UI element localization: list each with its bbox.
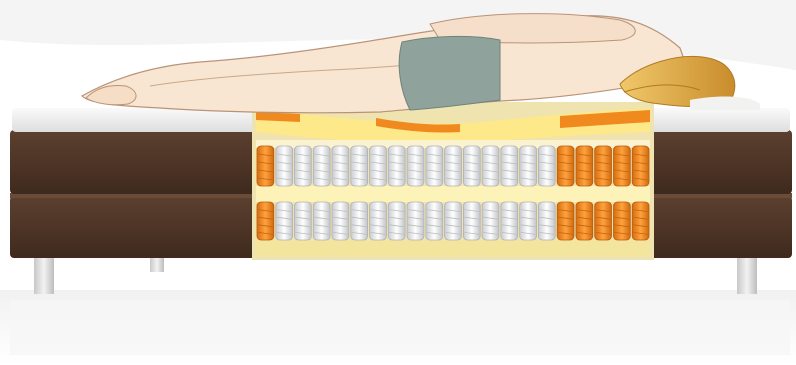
- bed-leg: [737, 256, 757, 294]
- bed-leg: [34, 256, 54, 294]
- middle-foam-layer: [256, 186, 650, 202]
- underwear: [399, 36, 500, 110]
- bed-reflection: [10, 300, 790, 355]
- lower-coil-row: [257, 202, 649, 240]
- upper-coil-row: [257, 146, 649, 186]
- bed-leg: [150, 256, 164, 272]
- bottom-foam-layer: [256, 240, 650, 256]
- cutaway: [252, 102, 654, 260]
